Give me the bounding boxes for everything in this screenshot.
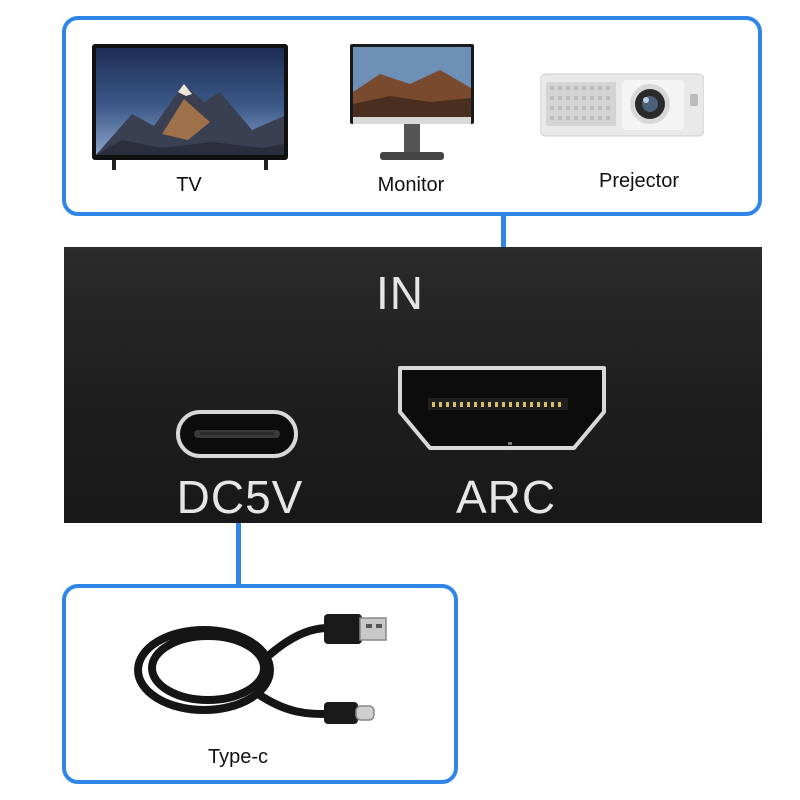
usb-cable-icon — [128, 598, 388, 740]
device-label-tv: TV — [176, 174, 202, 196]
usb-c-port-icon — [176, 410, 298, 458]
hdmi-port-icon — [396, 364, 608, 452]
device-label-projector: Prejector — [598, 170, 680, 192]
monitor-icon — [350, 44, 474, 166]
port-label-arc: ARC — [455, 471, 557, 523]
projector-icon — [540, 68, 704, 140]
device-label-monitor: Monitor — [377, 174, 445, 196]
panel-title: IN — [376, 267, 424, 319]
cable-box — [62, 584, 458, 784]
port-label-dc5v: DC5V — [176, 471, 304, 523]
cable-label: Type-c — [207, 746, 269, 768]
tv-icon — [92, 44, 288, 174]
